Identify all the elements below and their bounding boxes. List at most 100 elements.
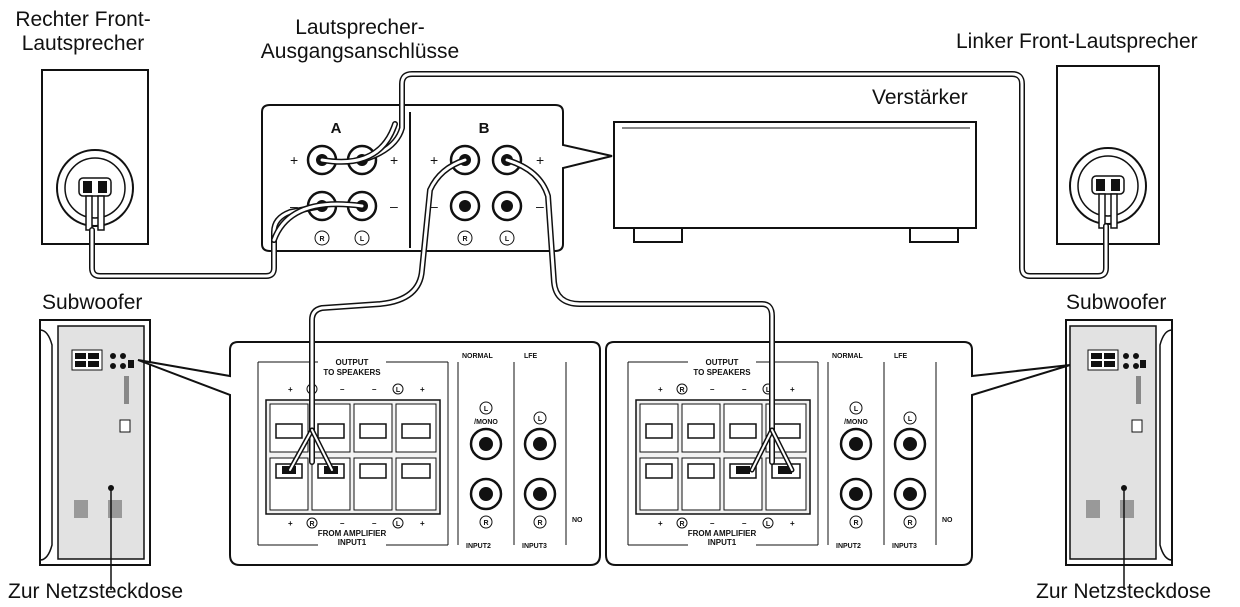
svg-text:L: L [538, 416, 543, 423]
from-amplifier-label: FROM AMPLIFIER [688, 529, 757, 538]
normal-label: NORMAL [462, 353, 493, 360]
plus-sign: + [390, 152, 398, 168]
minus-sign: – [710, 519, 715, 528]
plus-sign: + [790, 519, 795, 528]
minus-sign: – [536, 198, 544, 214]
outlet-right-label: Zur Netzsteckdose [1036, 580, 1212, 603]
sub-panel-right: OUTPUT TO SPEAKERS + – – + R L [605, 341, 1071, 566]
l-mark-icon: L [392, 383, 404, 395]
svg-text:L: L [396, 387, 401, 394]
group-a-label: A [331, 120, 342, 137]
left-front-speaker [1056, 65, 1160, 245]
l-mark-icon: L [392, 517, 404, 529]
svg-text:R: R [679, 387, 684, 394]
speaker-terminal-icon [1091, 175, 1125, 229]
speaker-outputs-label-line2: Ausgangsanschlüsse [260, 40, 460, 63]
svg-text:R: R [537, 520, 542, 527]
subwoofer-right-label: Subwoofer [1066, 291, 1167, 314]
plus-sign: + [288, 385, 293, 394]
svg-text:L: L [396, 521, 401, 528]
minus-sign: – [340, 385, 345, 394]
minus-sign: – [290, 198, 298, 214]
r-mark-icon: R [306, 517, 318, 529]
no-label: NO [942, 517, 953, 524]
input3-label: INPUT3 [522, 543, 547, 550]
speaker-cables [89, 71, 1109, 473]
r-mark-icon: R [676, 383, 688, 395]
right-front-speaker-label-line2: Lautsprecher [21, 32, 145, 55]
minus-sign: – [372, 385, 377, 394]
to-speakers-label: TO SPEAKERS [693, 368, 751, 377]
speaker-outputs-label-line1: Lautsprecher- [295, 16, 425, 39]
rca-jack-icon [839, 427, 927, 511]
svg-text:R: R [853, 520, 858, 527]
subwoofer-right [1065, 319, 1173, 590]
plus-sign: + [290, 152, 298, 168]
output-label: OUTPUT [336, 358, 369, 367]
minus-sign: – [742, 385, 747, 394]
sub-panel-left: OUTPUT TO SPEAKERS + – – + R L [137, 341, 601, 566]
svg-text:R: R [483, 520, 488, 527]
plus-sign: + [658, 519, 663, 528]
minus-sign: – [340, 519, 345, 528]
svg-text:R: R [679, 521, 684, 528]
minus-sign: – [430, 198, 438, 214]
from-amplifier-label: FROM AMPLIFIER [318, 529, 387, 538]
minus-sign: – [372, 519, 377, 528]
r-mark-icon: R [533, 515, 547, 529]
no-label: NO [572, 517, 583, 524]
output-label: OUTPUT [706, 358, 739, 367]
plus-sign: + [790, 385, 795, 394]
cable-left-front [319, 71, 1109, 279]
l-mark-icon: L [903, 411, 917, 425]
speaker-outputs-label: Lautsprecher- Ausgangsanschlüsse [240, 16, 480, 64]
plus-sign: + [536, 152, 544, 168]
r-mark-icon: R [676, 517, 688, 529]
normal-label: NORMAL [832, 353, 863, 360]
input3-label: INPUT3 [892, 543, 917, 550]
outlet-left-label: Zur Netzsteckdose [8, 580, 184, 603]
plus-sign: + [658, 385, 663, 394]
speaker-terminal-icon [78, 177, 112, 231]
l-mark-icon: L [849, 401, 863, 415]
left-front-speaker-label: Linker Front-Lautsprecher [956, 30, 1198, 53]
plus-sign: + [430, 152, 438, 168]
r-mark-icon: R [457, 230, 473, 246]
speaker-terminal-block-icon [265, 399, 441, 515]
cable-right-front [89, 201, 365, 279]
right-front-speaker-label: Rechter Front- Lautsprecher [8, 8, 158, 56]
plus-sign: + [420, 519, 425, 528]
minus-sign: – [710, 385, 715, 394]
subwoofer-left [39, 319, 151, 590]
svg-text:R: R [907, 520, 912, 527]
svg-text:L: L [766, 521, 771, 528]
mono-label: /MONO [474, 419, 498, 426]
to-speakers-label: TO SPEAKERS [323, 368, 381, 377]
minus-sign: – [742, 519, 747, 528]
svg-text:L: L [484, 406, 489, 413]
svg-text:L: L [505, 236, 510, 243]
r-mark-icon: R [479, 515, 493, 529]
amp-terminal-icon [449, 144, 523, 222]
input2-label: INPUT2 [466, 543, 491, 550]
plus-sign: + [288, 519, 293, 528]
plus-sign: + [420, 385, 425, 394]
l-mark-icon: L [762, 517, 774, 529]
svg-text:R: R [462, 236, 467, 243]
lfe-label: LFE [894, 353, 908, 360]
l-mark-icon: L [499, 230, 515, 246]
input1-label: INPUT1 [708, 538, 737, 547]
input2-label: INPUT2 [836, 543, 861, 550]
svg-text:L: L [854, 406, 859, 413]
mono-label: /MONO [844, 419, 868, 426]
cable-sub-left [287, 157, 468, 473]
rca-jack-icon [469, 427, 557, 511]
svg-text:R: R [319, 236, 324, 243]
l-mark-icon: L [354, 230, 370, 246]
r-mark-icon: R [903, 515, 917, 529]
svg-text:L: L [908, 416, 913, 423]
speaker-terminal-block-icon [635, 399, 811, 515]
right-front-speaker [41, 69, 149, 245]
minus-sign: – [390, 198, 398, 214]
cable-sub-right [504, 157, 795, 473]
